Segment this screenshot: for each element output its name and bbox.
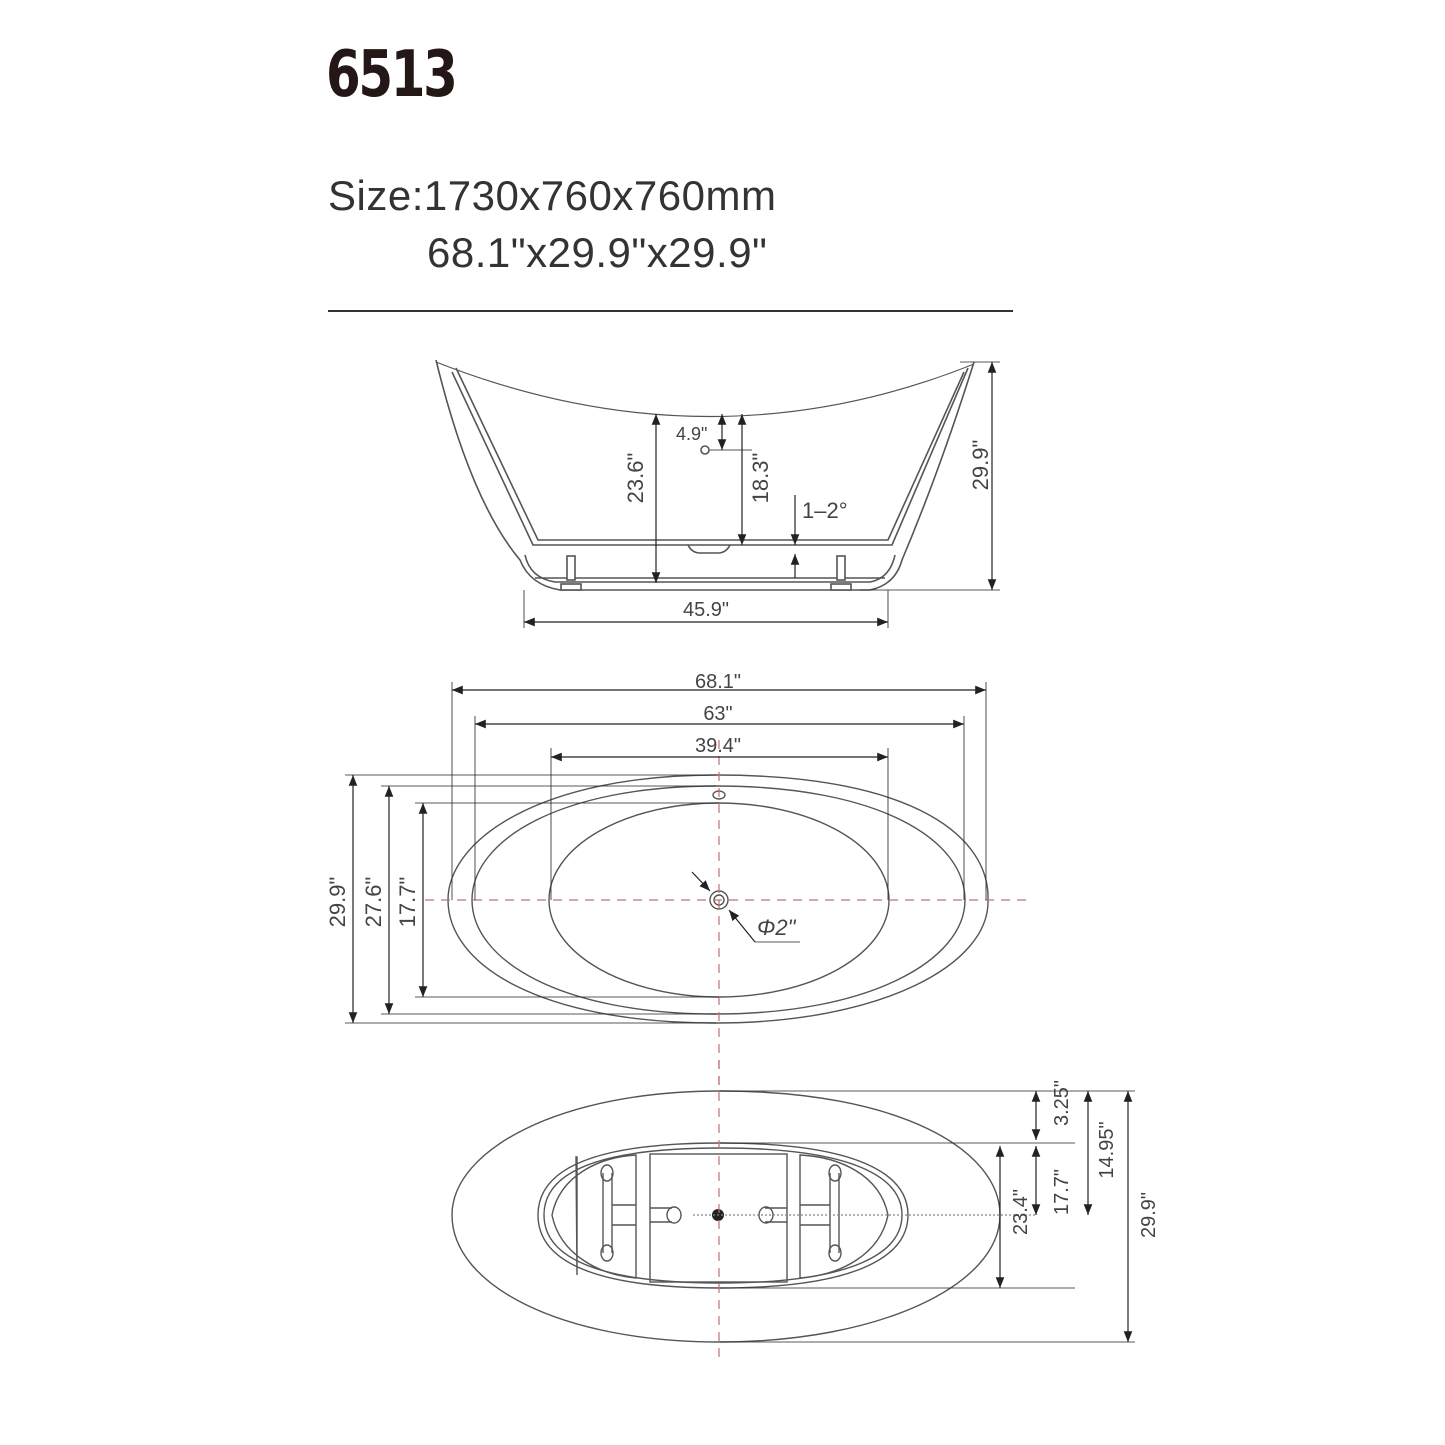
label-base-length: 45.9" [683,599,729,621]
bottom-view-dimensions [720,1090,1135,1343]
label-width-interior: 17.7" [395,877,420,928]
label-height-total: 29.9" [968,440,993,491]
label-overflow-to-floor: 18.3" [748,453,773,504]
bottom-view-centerlines [693,1060,1036,1360]
model-number: 6513 [326,38,458,112]
divider [328,310,1013,312]
size-metric: Size:1730x760x760mm [328,172,777,219]
top-view-centerlines [425,740,1032,1090]
label-width-overall: 29.9" [325,877,350,928]
label-length-interior: 39.4" [695,735,741,757]
label-center-to-edge: 14.95" [1096,1121,1118,1178]
label-width-rim: 27.6" [361,877,386,928]
label-overflow-drop: 4.9" [676,424,707,444]
side-view-dimensions [523,361,1000,628]
bottom-view [451,1090,1001,1343]
top-view-dimensions [345,682,987,1024]
label-length-overall: 68.1" [695,671,741,693]
label-base-width: 23.4" [1010,1189,1032,1235]
label-length-rim: 63" [703,703,732,725]
side-view [435,359,975,591]
label-offset-top: 3.25" [1051,1080,1073,1126]
label-drain-diameter: Φ2" [757,915,797,940]
label-half-base-width: 17.7" [1051,1169,1073,1215]
label-depth-inner: 23.6" [623,453,648,504]
label-slope: 1–2° [802,498,848,523]
size-imperial: 68.1"x29.9"x29.9" [427,229,768,276]
label-width-overall-bottom: 29.9" [1138,1192,1160,1238]
top-view [447,774,989,1024]
